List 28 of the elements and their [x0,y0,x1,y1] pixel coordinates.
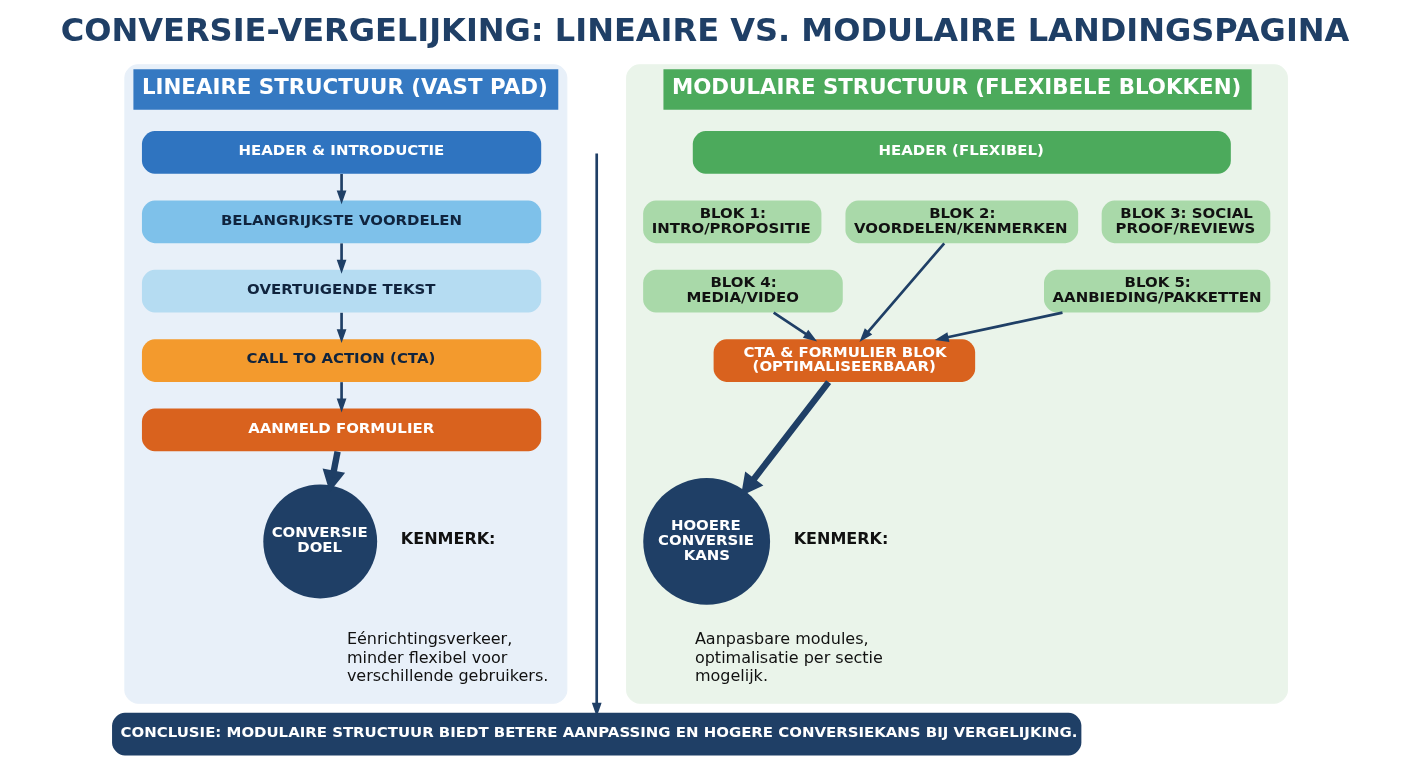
arrow [336,312,347,344]
node-circle: CONVERSIE DOEL [263,484,378,599]
arrow [772,311,818,342]
node-box: CONCLUSIE: MODULAIRE STRUCTUUR BIEDT BETERE AANPASSING EN HOGERE CONVERSIEKANS BIJ VERGELIJKING. [112,712,1082,756]
label: Aanpasbare modules, optimalisatie per sectie mogelijk. [694,629,883,685]
node-box: CALL TO ACTION (CTA) [141,339,542,382]
label: KENMERK: [793,529,889,549]
arrow [934,311,1063,342]
arrow [336,382,347,413]
node-circle: HOOERE CONVERSIE KANS [643,478,771,605]
node-box: HEADER (FLEXIBEL) [692,131,1231,174]
arrow [859,242,946,342]
arrow [336,243,347,274]
arrow [336,174,347,205]
node-box: BLOK 1: INTRO/PROPOSITIE [643,200,822,244]
diagram-title: CONVERSIE-VERGELIJKING: LINEAIRE VS. MODULAIRE LANDINGSPAGINA [60,11,1350,50]
label: Eénrichtingsverkeer, minder flexibel voor verschillende gebruikers. [346,629,549,685]
node-box: BLOK 2: VOORDELEN/KENMERKEN [845,200,1079,244]
node-box: CTA & FORMULIER BLOK (OPTIMALISEERBAAR) [713,339,976,382]
node-box: BLOK 4: MEDIA/VIDEO [643,269,843,313]
node-box: HEADER & INTRODUCTIE [141,131,542,174]
label: KENMERK: [400,529,496,549]
node-box: BLOK 5: AANBIEDING/PAKKETTEN [1044,269,1271,313]
node-box: OVERTUIGENDE TEKST [141,269,542,313]
node-box: AANMELD FORMULIER [141,408,542,452]
node-box: BELANGRIJKSTE VOORDELEN [141,200,542,244]
node-box: BLOK 3: SOCIAL PROOF/REVIEWS [1101,200,1271,244]
arrow [740,380,832,496]
